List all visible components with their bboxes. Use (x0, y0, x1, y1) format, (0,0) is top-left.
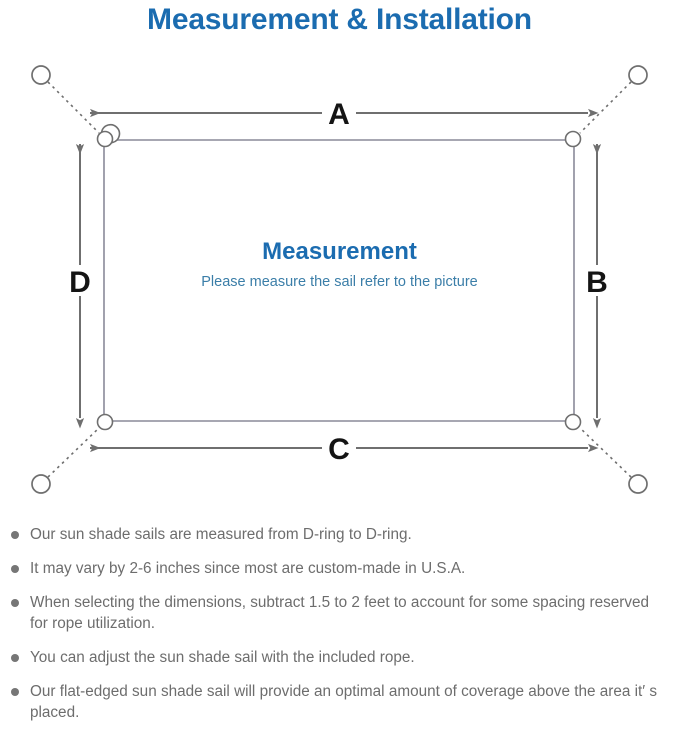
list-item: It may vary by 2-6 inches since most are… (0, 558, 679, 579)
rope-bottom-left (47, 427, 100, 478)
d-ring-top-right-circle (564, 130, 582, 148)
note-text: Our flat-edged sun shade sail will provi… (30, 683, 658, 721)
notes-list: Our sun shade sails are measured from D-… (0, 524, 679, 736)
d-ring-top-left-circle (96, 130, 114, 148)
note-text: You can adjust the sun shade sail with t… (30, 649, 415, 666)
dimension-label-c: C (328, 433, 350, 466)
anchor-point-bottom-left (31, 474, 51, 494)
bullet-icon (11, 531, 19, 539)
note-text: It may vary by 2-6 inches since most are… (30, 560, 466, 577)
page-title: Measurement & Installation (147, 3, 532, 36)
rope-top-right (579, 81, 632, 134)
list-item: Our sun shade sails are measured from D-… (0, 524, 679, 545)
anchor-point-bottom-right (628, 474, 648, 494)
bullet-icon (11, 565, 19, 573)
anchor-point-top-left (31, 65, 51, 85)
bullet-icon (11, 688, 19, 696)
bullet-icon (11, 654, 19, 662)
dimension-label-a: A (328, 98, 350, 131)
d-ring-bottom-left-circle (96, 413, 114, 431)
dimension-label-d: D (69, 266, 91, 299)
rope-bottom-right (579, 427, 632, 478)
rope-top-left (47, 81, 100, 134)
list-item: Our flat-edged sun shade sail will provi… (0, 681, 679, 723)
dimension-label-b: B (586, 266, 608, 299)
anchor-point-top-right (628, 65, 648, 85)
shade-sail-panel (103, 139, 575, 422)
note-text: When selecting the dimensions, subtract … (30, 594, 650, 632)
d-ring-bottom-right-circle (564, 413, 582, 431)
bullet-icon (11, 599, 19, 607)
note-text: Our sun shade sails are measured from D-… (30, 526, 412, 543)
list-item: When selecting the dimensions, subtract … (0, 592, 679, 634)
measurement-diagram: A C D B (31, 65, 648, 494)
list-item: You can adjust the sun shade sail with t… (0, 647, 679, 668)
